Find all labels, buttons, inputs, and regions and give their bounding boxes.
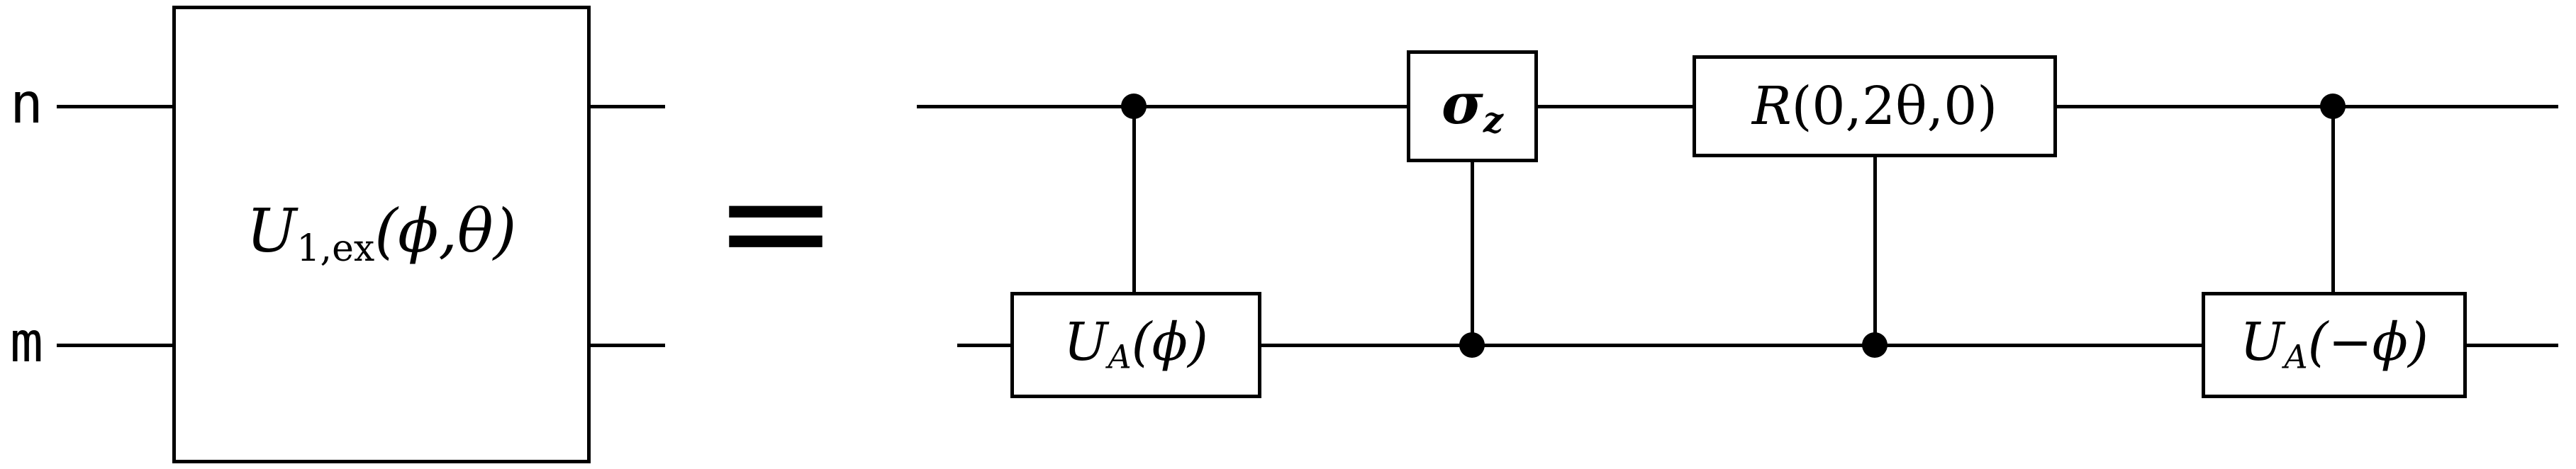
gate-ua-phi-subscript: A [1108,337,1132,376]
gate-u1ex-args: (ϕ,θ) [374,196,517,266]
wire-m-left [57,344,172,347]
gate-u1ex-base: U [246,196,297,266]
gate-ua-minus-phi-label: UA(−ϕ) [2240,316,2429,373]
control-wire-ua-minus-phi [2331,106,2335,292]
gate-ua-minus-phi-args: (−ϕ) [2307,312,2429,373]
gate-rotation-box: R(0,2θ,0) [1693,55,2057,157]
control-wire-rotation [1873,157,1877,345]
gate-ua-phi-args: (ϕ) [1131,312,1208,373]
wire-n-left [57,105,172,108]
control-wire-ua-phi [1132,106,1136,292]
qubit-label-n: n [10,72,43,136]
gate-sigma-z-box: σz [1407,50,1538,162]
gate-ua-phi-box: UA(ϕ) [1010,292,1261,398]
gate-sigma-z-base: σ [1441,70,1483,137]
gate-ua-minus-phi-box: UA(−ϕ) [2202,292,2467,398]
gate-sigma-z-subscript: z [1483,98,1504,141]
gate-ua-phi-base: U [1064,312,1108,373]
gate-rotation-base: R [1751,76,1792,137]
control-wire-sigma-z [1471,162,1474,345]
gate-u1ex-box: U1,ex(ϕ,θ) [172,6,591,463]
control-dot-rotation [1862,332,1888,358]
control-dot-ua-minus-phi [2320,94,2346,119]
rhs-bottom-wire [957,344,2558,347]
qubit-label-m: m [10,310,43,375]
wire-n-right [591,105,665,108]
gate-ua-minus-phi-subscript: A [2284,337,2308,376]
equals-sign: = [713,135,838,309]
control-dot-ua-phi [1121,94,1147,119]
gate-sigma-z-label: σz [1442,75,1503,137]
gate-u1ex-subscript: 1,ex [296,227,375,271]
gate-ua-minus-phi-base: U [2240,312,2285,373]
gate-ua-phi-label: UA(ϕ) [1064,316,1208,373]
wire-m-right [591,344,665,347]
control-dot-sigma-z [1459,332,1485,358]
gate-u1ex-label: U1,ex(ϕ,θ) [247,201,517,267]
gate-rotation-args: (0,2θ,0) [1791,76,1998,137]
gate-rotation-label: R(0,2θ,0) [1752,80,1997,132]
